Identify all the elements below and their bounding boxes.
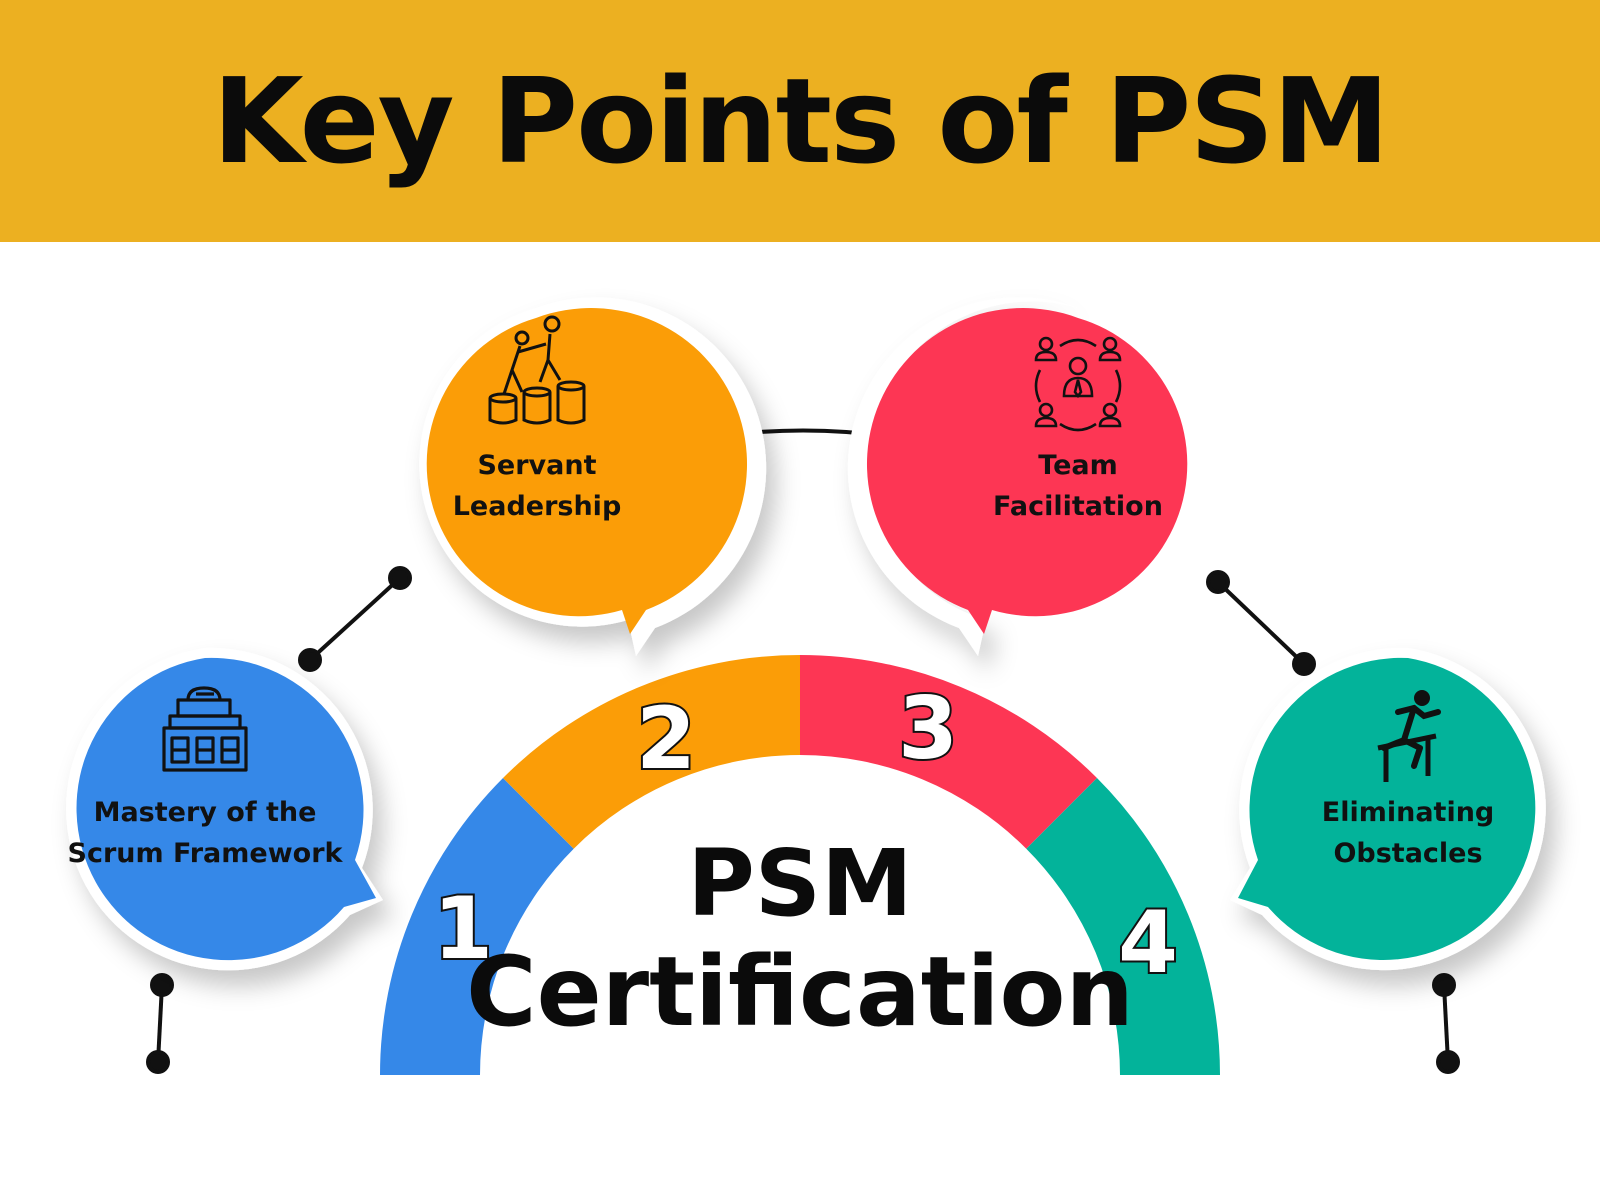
center-label-line1: PSM [687,830,912,937]
bubble-fill [1238,657,1536,960]
bubble-label-line1: Mastery of the [94,797,317,828]
team-network-icon [1034,336,1122,432]
connector-3-4 [1216,580,1306,666]
bubble-team-facilitation: Team Facilitation [847,297,1188,656]
bubble-label-line1: Team [1038,450,1118,481]
connector-1-down [156,984,164,1063]
connector-dot [1436,1050,1460,1074]
connector-dot [146,1050,170,1074]
connector-dot [1292,652,1316,676]
segment-number-2: 2 [636,689,696,789]
ring-segment-3 [800,655,1097,849]
bubble-eliminating-obstacles: Eliminating Obstacles [1230,647,1546,971]
bubble-label-line1: Eliminating [1322,797,1495,828]
segment-number-1: 1 [433,879,493,979]
header-banner: Key Points of PSM [0,0,1600,242]
connector-dot [388,566,412,590]
ring-segment-4 [1026,778,1220,1075]
center-label-line2: Certification [466,936,1134,1048]
page-title: Key Points of PSM [212,52,1389,190]
connector-dot [1432,973,1456,997]
bubble-servant-leadership: Servant Leadership [419,297,767,656]
connector-dot [1206,570,1230,594]
connector-1-2 [308,576,402,662]
bubble-label-line2: Scrum Framework [68,838,344,869]
bubble-label-line2: Facilitation [993,491,1163,522]
psm-half-ring [380,655,1220,1075]
segment-number-4: 4 [1118,893,1178,993]
bubble-label-line2: Obstacles [1333,838,1482,869]
building-icon [162,686,248,772]
hurdle-runner-icon [1377,690,1441,782]
ring-segment-2 [503,655,800,849]
ring-segment-1 [380,778,574,1075]
connector-dot [150,973,174,997]
segment-number-3: 3 [898,679,958,779]
connector-4-down [1442,984,1450,1063]
bubble-fill [866,307,1188,634]
bubble-label-line2: Leadership [453,491,622,522]
helping-hand-icon [488,315,586,425]
connector-dot [298,648,322,672]
bubble-label-line1: Servant [477,450,596,481]
bubble-fill [76,657,377,961]
bubble-mastery: Mastery of the Scrum Framework [66,647,383,971]
